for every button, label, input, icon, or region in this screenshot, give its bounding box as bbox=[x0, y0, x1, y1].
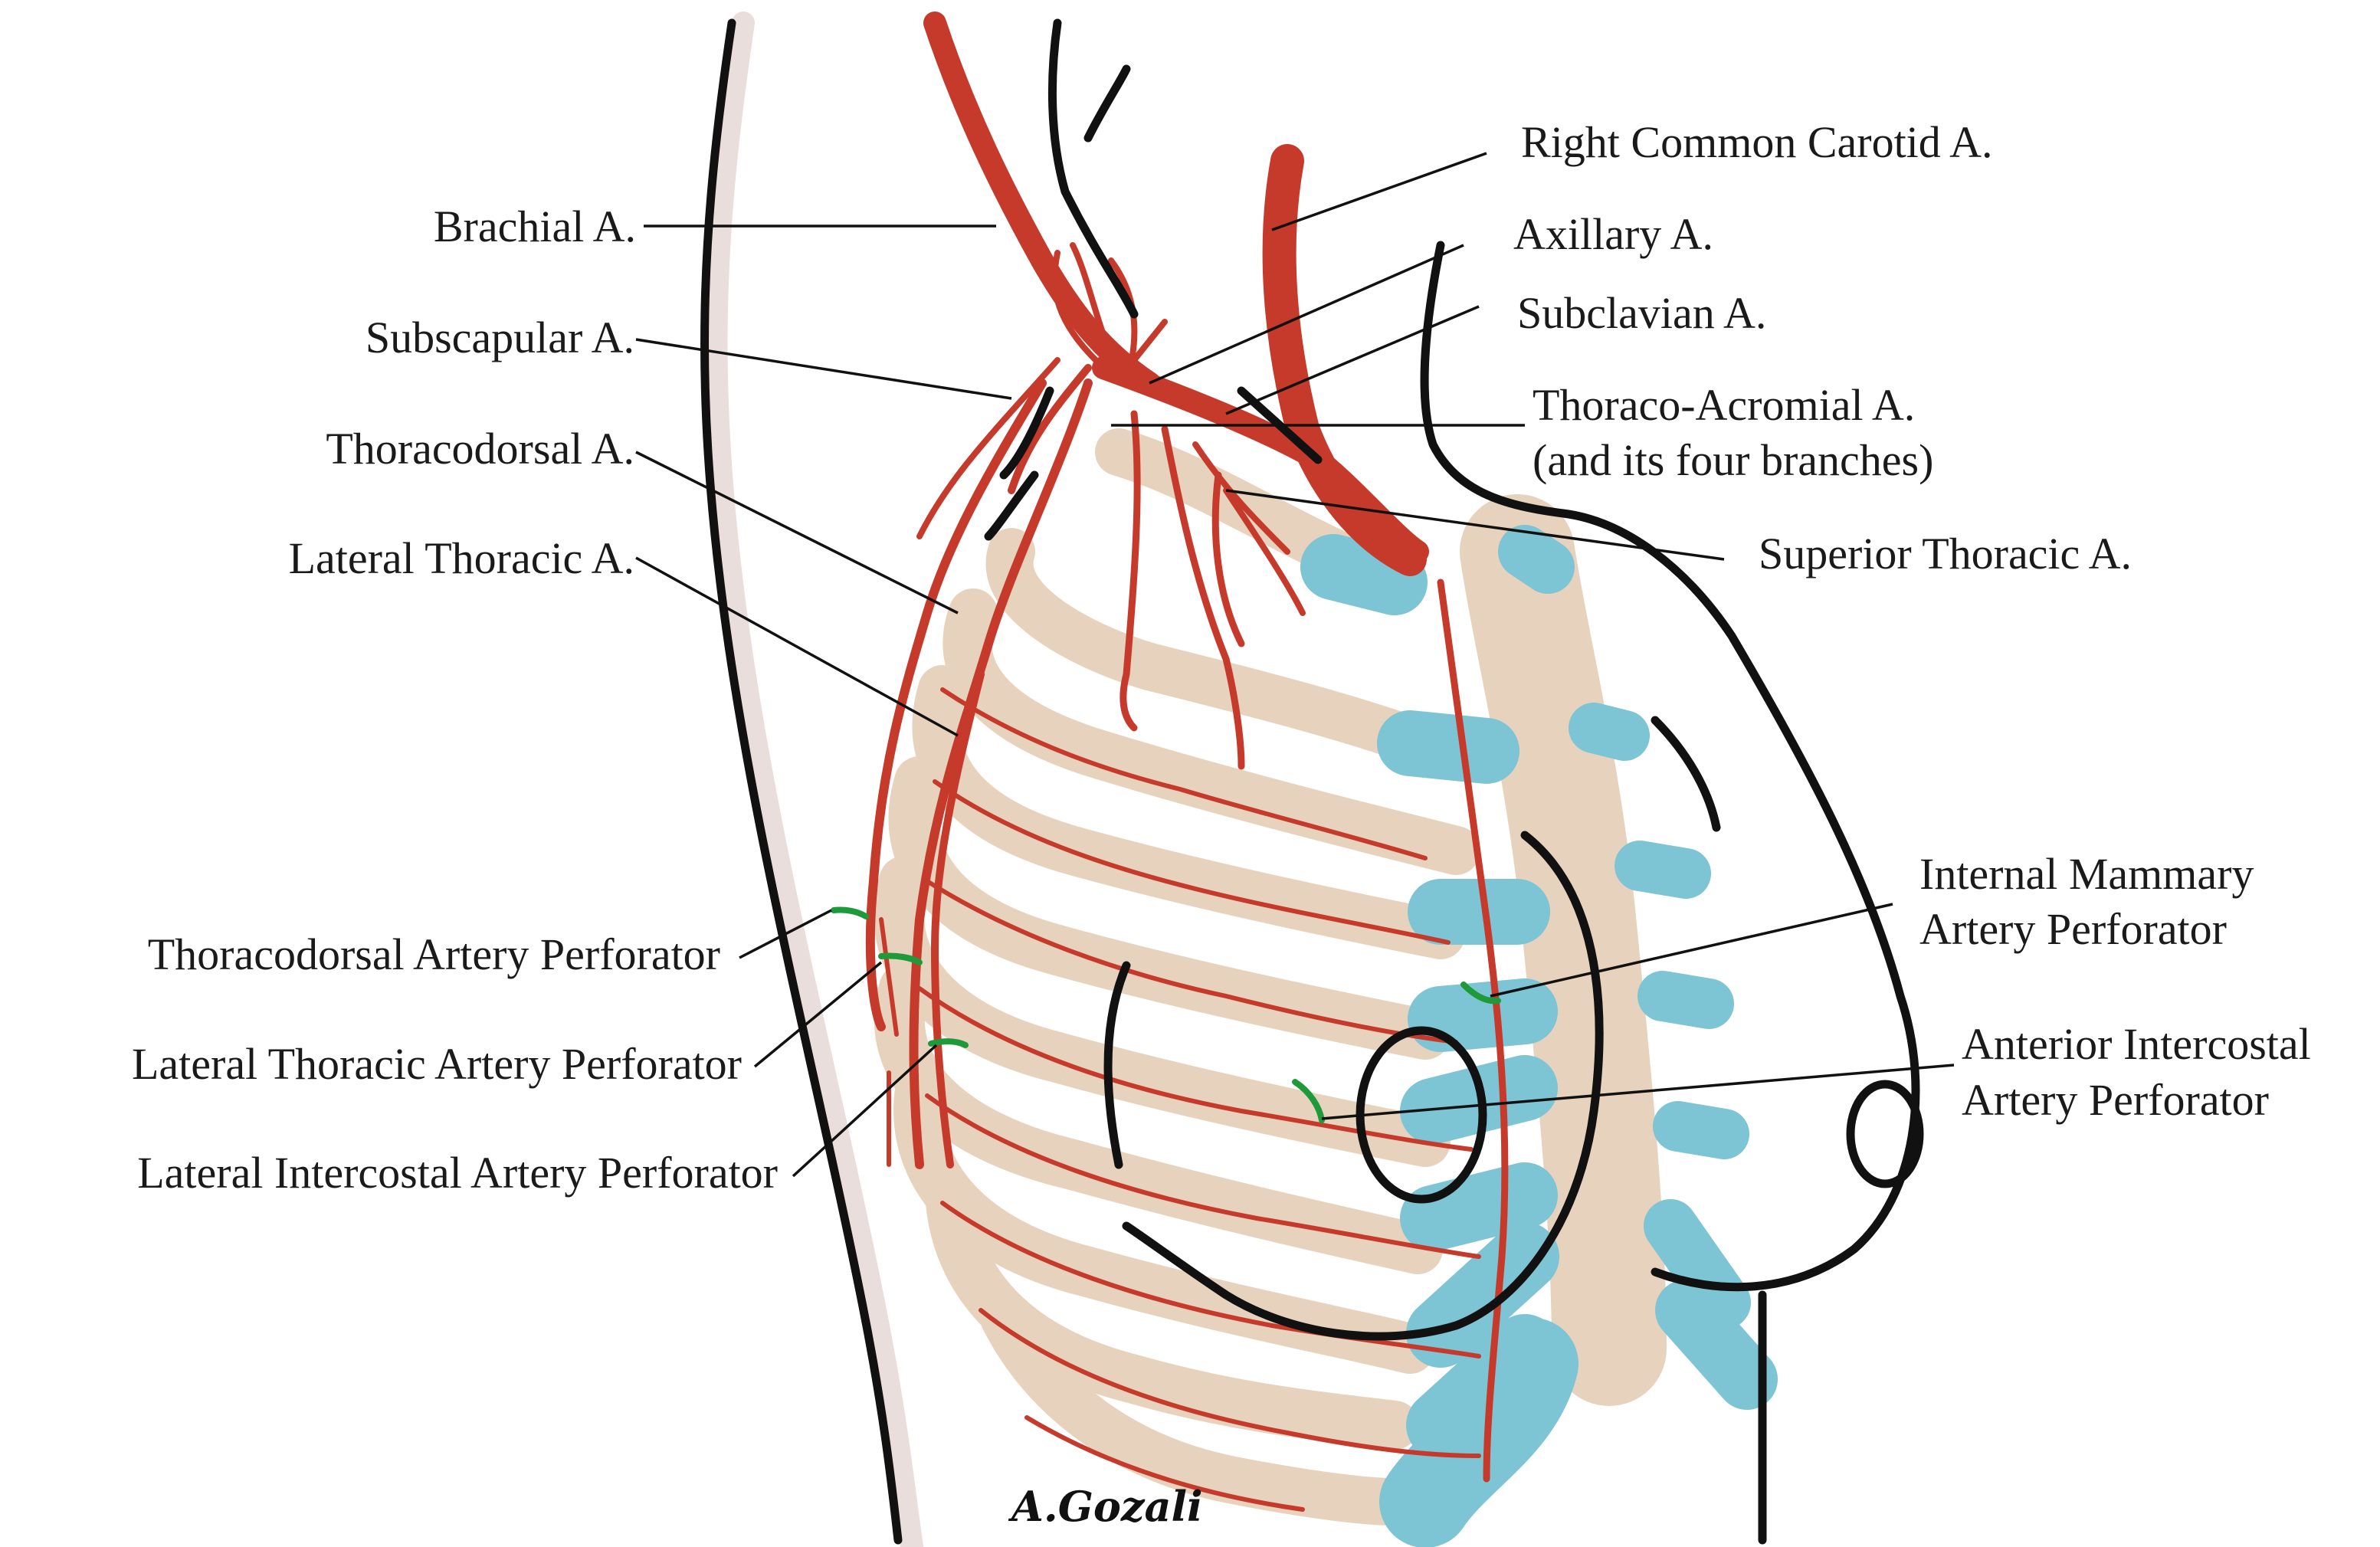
label-thoraco-acromial-2: (and its four branches) bbox=[1533, 435, 1933, 485]
label-axillary: Axillary A. bbox=[1513, 209, 1713, 259]
anterior-intercostal-perforator-mark bbox=[1292, 1079, 1325, 1123]
leader-lines bbox=[635, 152, 1955, 1178]
thoracodorsal-perforator-mark bbox=[831, 906, 869, 919]
label-anterior-intercostal-1: Anterior Intercostal bbox=[1962, 1019, 2311, 1069]
label-right-common-carotid: Right Common Carotid A. bbox=[1521, 117, 1993, 167]
lateral-intercostal-perforator-mark bbox=[928, 1038, 969, 1048]
label-brachial: Brachial A. bbox=[434, 202, 636, 251]
labels: Brachial A. Subscapular A. Thoracodorsal… bbox=[132, 117, 2311, 1531]
lateral-thoracic-perforator-mark bbox=[878, 952, 923, 965]
label-subclavian: Subclavian A. bbox=[1517, 288, 1766, 338]
internal-mammary-artery bbox=[1437, 578, 1509, 1483]
label-subscapular: Subscapular A. bbox=[366, 313, 634, 362]
internal-mammary-perforator-mark bbox=[1460, 982, 1501, 1005]
label-anterior-intercostal-2: Artery Perforator bbox=[1962, 1075, 2269, 1125]
thoracodorsal-artery bbox=[865, 379, 1047, 1031]
label-thoracodorsal: Thoracodorsal A. bbox=[326, 424, 634, 474]
body-outline-shadow bbox=[704, 11, 923, 1547]
label-internal-mammary-2: Artery Perforator bbox=[1919, 904, 2227, 954]
label-superior-thoracic: Superior Thoracic A. bbox=[1759, 529, 2132, 578]
artist-signature: A.Gozali bbox=[1008, 1482, 1203, 1531]
label-lateral-thoracic: Lateral Thoracic A. bbox=[289, 533, 634, 583]
perforators bbox=[831, 906, 1501, 1123]
label-lateral-intercostal-perforator: Lateral Intercostal Artery Perforator bbox=[137, 1148, 778, 1198]
costal-cartilages bbox=[1300, 525, 1778, 1547]
label-thoraco-acromial-1: Thoraco-Acromial A. bbox=[1533, 380, 1915, 430]
subscapular-artery bbox=[1008, 364, 1092, 494]
brachial-artery bbox=[923, 11, 1161, 395]
label-internal-mammary-1: Internal Mammary bbox=[1919, 849, 2254, 899]
label-thoracodorsal-perforator: Thoracodorsal Artery Perforator bbox=[148, 929, 720, 979]
lateral-thoracic-artery bbox=[909, 379, 1093, 1169]
right-common-carotid-artery bbox=[1262, 144, 1427, 576]
label-lateral-thoracic-perforator: Lateral Thoracic Artery Perforator bbox=[132, 1039, 742, 1089]
